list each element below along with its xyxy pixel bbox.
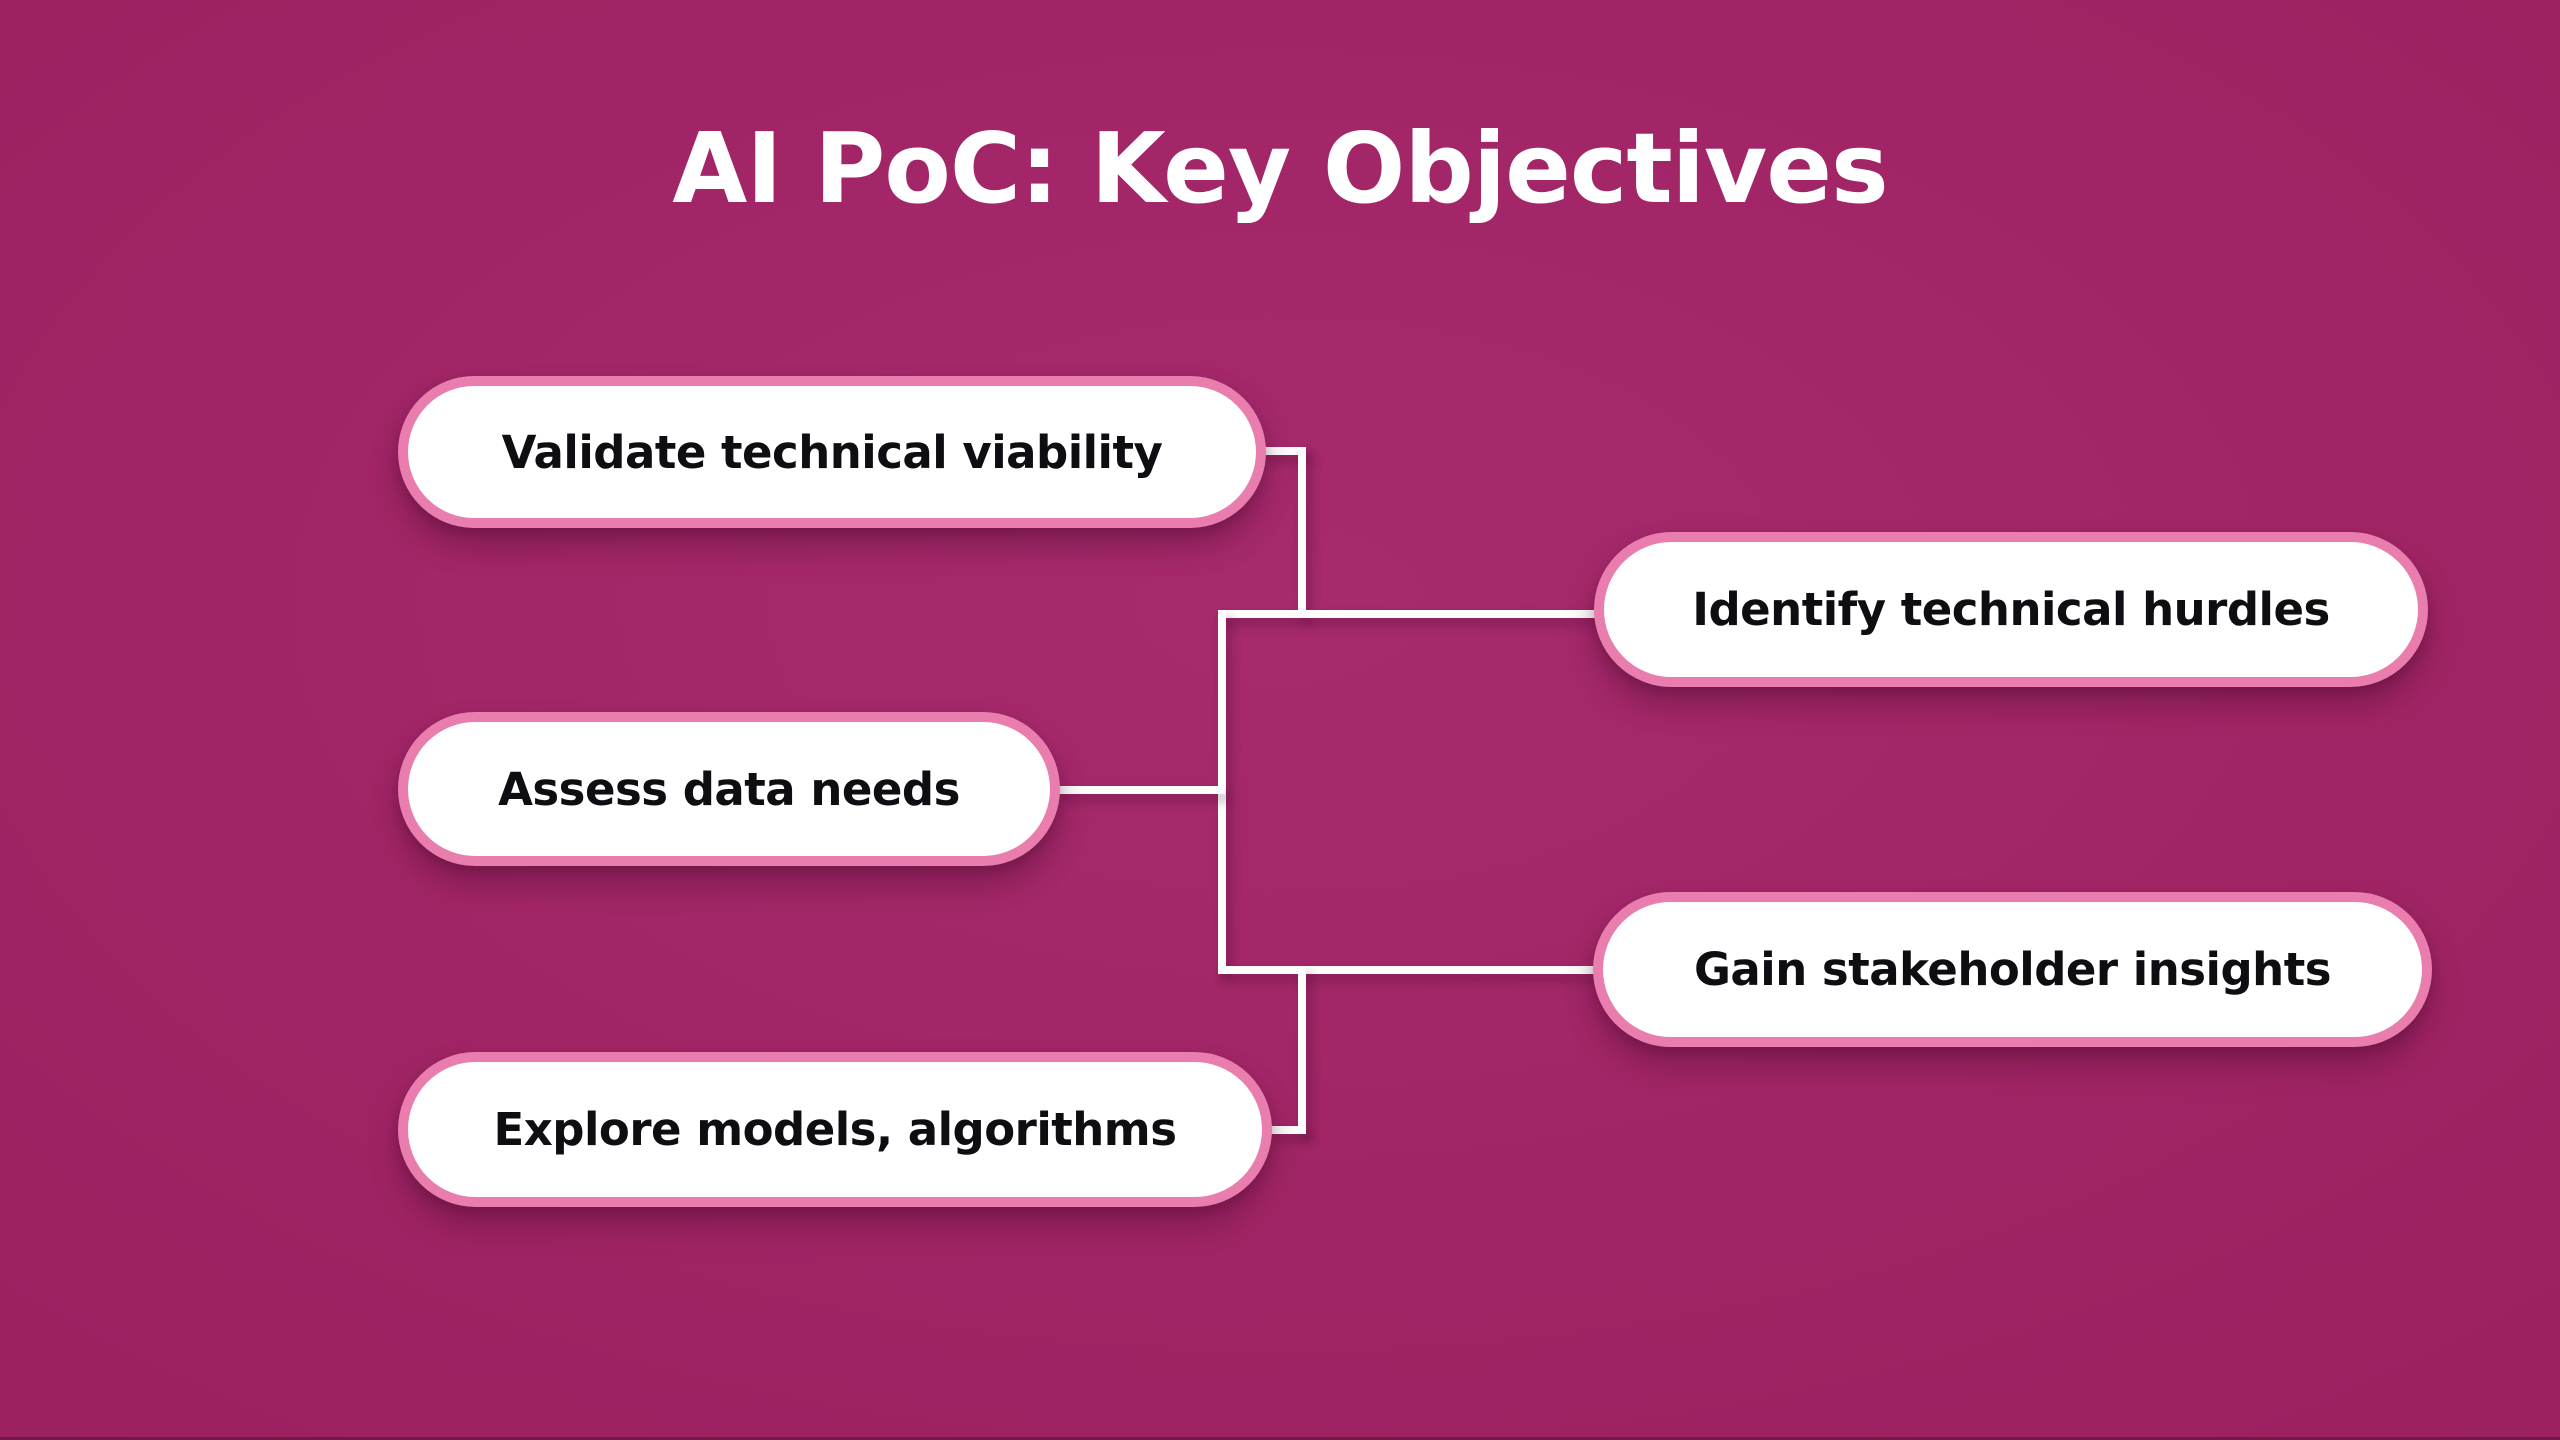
node-assess-data-needs: Assess data needs (398, 712, 1060, 866)
node-gain-stakeholder-insights: Gain stakeholder insights (1593, 892, 2432, 1047)
page-title: AI PoC: Key Objectives (672, 112, 1888, 225)
node-explore-models-algorithms: Explore models, algorithms (398, 1052, 1272, 1207)
connector-validate-elbow-vertical (1298, 447, 1306, 618)
node-label-validate: Validate technical viability (501, 425, 1163, 479)
node-label-assess: Assess data needs (498, 762, 960, 816)
node-identify-technical-hurdles: Identify technical hurdles (1594, 532, 2428, 687)
connector-top-branch (1218, 610, 1598, 618)
connector-validate-elbow-horizontal (1258, 447, 1306, 455)
node-label-explore: Explore models, algorithms (493, 1103, 1177, 1156)
node-validate-technical-viability: Validate technical viability (398, 376, 1266, 528)
node-label-identify: Identify technical hurdles (1692, 583, 2330, 636)
connector-explore-elbow-horizontal (1266, 1126, 1306, 1134)
bottom-edge-shade (0, 1437, 2560, 1440)
connector-explore-elbow-vertical (1298, 966, 1306, 1134)
node-label-gain: Gain stakeholder insights (1693, 943, 2332, 996)
connector-assess-branch (1055, 786, 1225, 794)
connector-bottom-branch (1218, 966, 1598, 974)
